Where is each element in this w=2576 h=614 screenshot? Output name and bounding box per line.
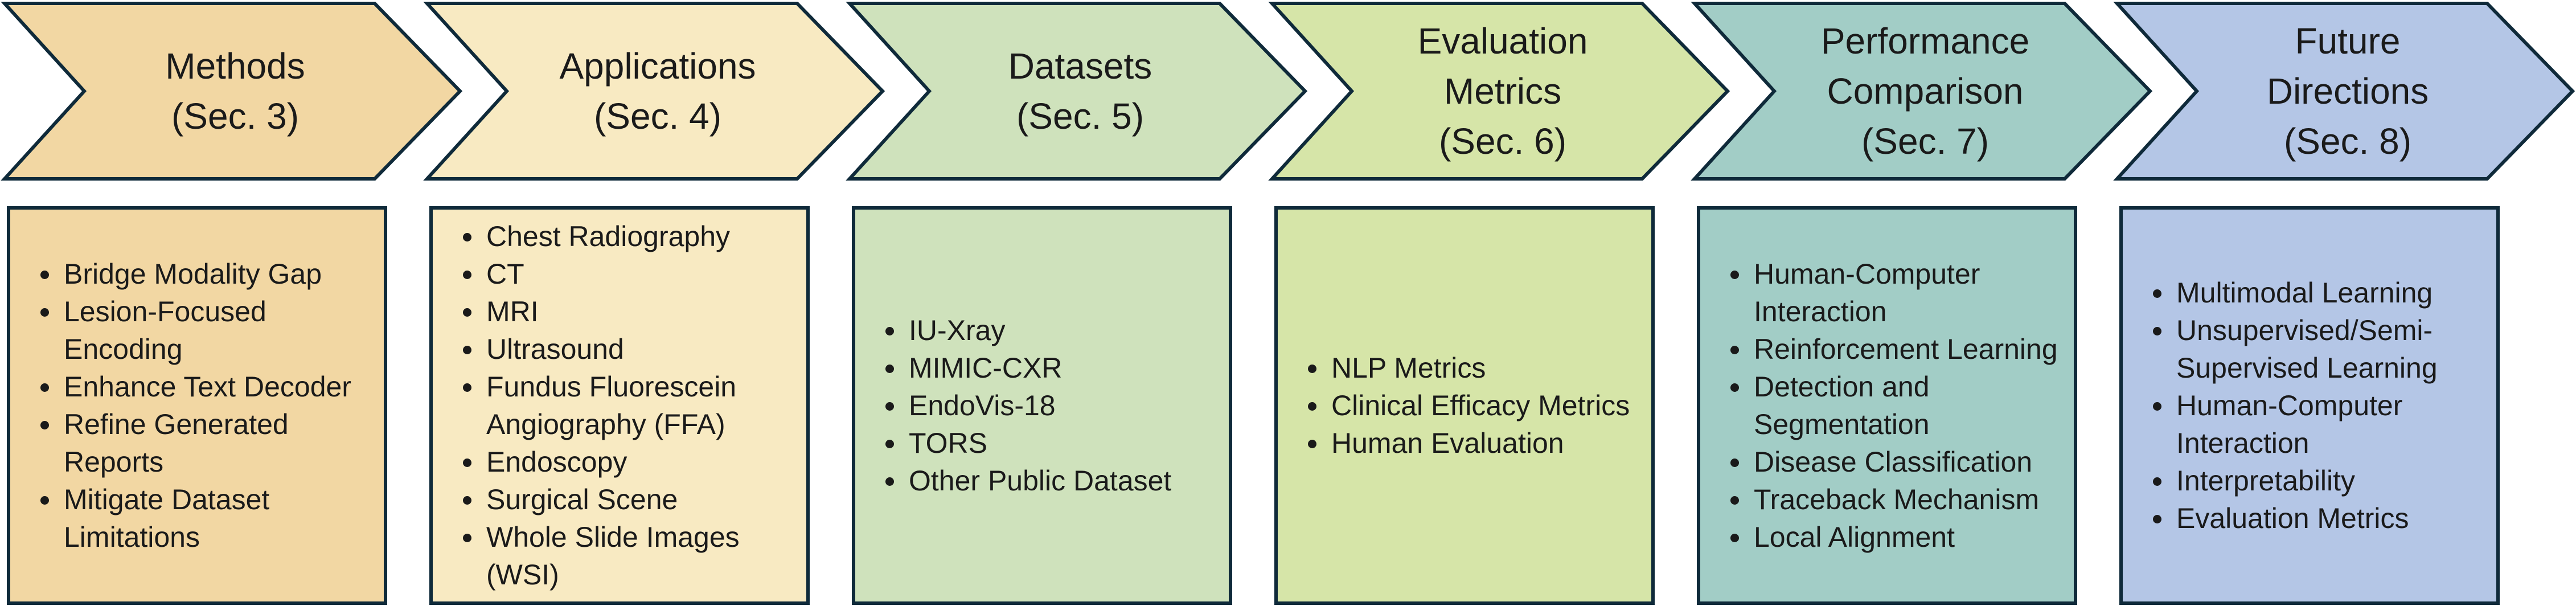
list-item: Human-Computer Interaction <box>2174 387 2487 462</box>
section-title: Methods (Sec. 3) <box>76 0 395 182</box>
list-item: Human-Computer Interaction <box>1751 255 2065 330</box>
bullet-list: Bridge Modality GapLesion-Focused Encodi… <box>10 255 384 556</box>
list-item: Whole Slide Images (WSI) <box>484 518 797 593</box>
chevron-arrow <box>846 2 1308 181</box>
list-item: Interpretability <box>2174 462 2487 500</box>
list-item: Traceback Mechanism <box>1751 481 2065 518</box>
section-box: NLP MetricsClinical Efficacy MetricsHuma… <box>1274 206 1655 605</box>
chevron-arrow <box>1 2 463 181</box>
section-title-line: (Sec. 8) <box>2283 121 2412 162</box>
bullet-list: IU-XrayMIMIC-CXREndoVis-18TORSOther Publ… <box>855 312 1229 500</box>
bullet-list: Human-Computer InteractionReinforcement … <box>1700 255 2074 556</box>
list-item: Ultrasound <box>484 330 797 368</box>
bullet-list: Multimodal LearningUnsupervised/Semi-Sup… <box>2123 274 2496 537</box>
bullet-list: Chest RadiographyCTMRIUltrasoundFundus F… <box>433 218 806 593</box>
list-item: Disease Classification <box>1751 443 2065 481</box>
list-item: Reinforcement Learning <box>1751 330 2065 368</box>
section-title-line: Future <box>2295 21 2401 62</box>
section-title: Datasets (Sec. 5) <box>921 0 1240 182</box>
section-title-line: Datasets <box>1008 46 1152 87</box>
chevron-flow <box>1 2 2575 181</box>
list-item: NLP Metrics <box>1329 349 1642 387</box>
chevron-arrow <box>423 2 885 181</box>
list-item: Human Evaluation <box>1329 424 1642 462</box>
list-item: Other Public Dataset <box>906 462 1220 500</box>
list-item: Endoscopy <box>484 443 797 481</box>
list-item: IU-Xray <box>906 312 1220 349</box>
section-title-line: Directions <box>2266 71 2429 112</box>
list-item: CT <box>484 255 797 293</box>
section-title: Applications (Sec. 4) <box>498 0 817 182</box>
section-title-line: Performance <box>1820 21 2030 62</box>
chevron-arrow <box>2113 2 2575 181</box>
section-box: Chest RadiographyCTMRIUltrasoundFundus F… <box>429 206 810 605</box>
section-box: IU-XrayMIMIC-CXREndoVis-18TORSOther Publ… <box>852 206 1232 605</box>
list-item: Multimodal Learning <box>2174 274 2487 312</box>
section-title-line: (Sec. 6) <box>1438 121 1567 162</box>
section-title-line: Methods <box>165 46 305 87</box>
list-item: Surgical Scene <box>484 481 797 518</box>
list-item: Evaluation Metrics <box>2174 500 2487 537</box>
list-item: EndoVis-18 <box>906 387 1220 424</box>
section-title-line: (Sec. 4) <box>593 96 722 137</box>
chevron-arrow <box>1268 2 1730 181</box>
section-title-line: Evaluation <box>1417 21 1588 62</box>
list-item: Refine Generated Reports <box>61 406 375 481</box>
list-item: Bridge Modality Gap <box>61 255 375 293</box>
section-title-line: Applications <box>559 46 756 87</box>
list-item: Lesion-Focused Encoding <box>61 293 375 368</box>
list-item: Mitigate Dataset Limitations <box>61 481 375 556</box>
list-item: Clinical Efficacy Metrics <box>1329 387 1642 424</box>
list-item: TORS <box>906 424 1220 462</box>
list-item: Chest Radiography <box>484 218 797 255</box>
section-title-line: Comparison <box>1827 71 2024 112</box>
bullet-list: NLP MetricsClinical Efficacy MetricsHuma… <box>1278 349 1651 462</box>
section-title-line: (Sec. 7) <box>1861 121 1990 162</box>
list-item: Fundus Fluorescein Angiography (FFA) <box>484 368 797 443</box>
section-box: Human-Computer InteractionReinforcement … <box>1697 206 2077 605</box>
list-item: Detection and Segmentation <box>1751 368 2065 443</box>
section-title-line: (Sec. 3) <box>171 96 300 137</box>
section-box: Multimodal LearningUnsupervised/Semi-Sup… <box>2119 206 2500 605</box>
list-item: MIMIC-CXR <box>906 349 1220 387</box>
list-item: Enhance Text Decoder <box>61 368 375 406</box>
section-title-line: Metrics <box>1443 71 1562 112</box>
chevron-arrow <box>1691 2 2153 181</box>
list-item: MRI <box>484 293 797 330</box>
list-item: Local Alignment <box>1751 518 2065 556</box>
list-item: Unsupervised/Semi-Supervised Learning <box>2174 312 2487 387</box>
section-box: Bridge Modality GapLesion-Focused Encodi… <box>7 206 387 605</box>
section-title-line: (Sec. 5) <box>1016 96 1145 137</box>
